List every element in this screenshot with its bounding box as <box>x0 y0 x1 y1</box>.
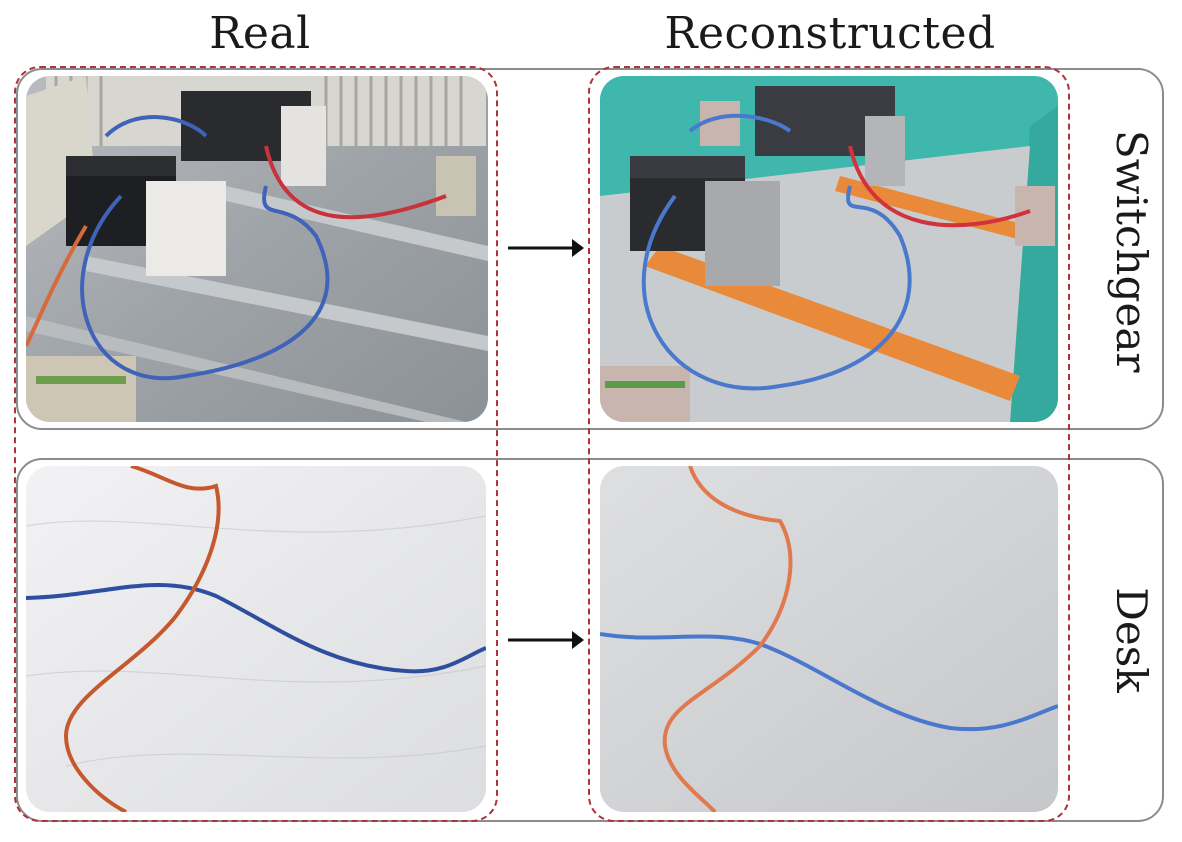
image-real-switchgear <box>26 76 488 422</box>
arrow-right-icon <box>508 239 584 257</box>
row-label-desk: Desk <box>1107 587 1156 693</box>
column-title-reconstructed: Reconstructed <box>664 8 996 59</box>
row-label-switchgear: Switchgear <box>1107 130 1156 373</box>
row-frame-switchgear <box>16 68 1164 430</box>
image-reconstructed-desk <box>600 466 1058 812</box>
arrow-right-icon <box>508 631 584 649</box>
column-title-real: Real <box>209 8 311 59</box>
image-reconstructed-switchgear <box>600 76 1058 422</box>
image-real-desk <box>26 466 486 812</box>
